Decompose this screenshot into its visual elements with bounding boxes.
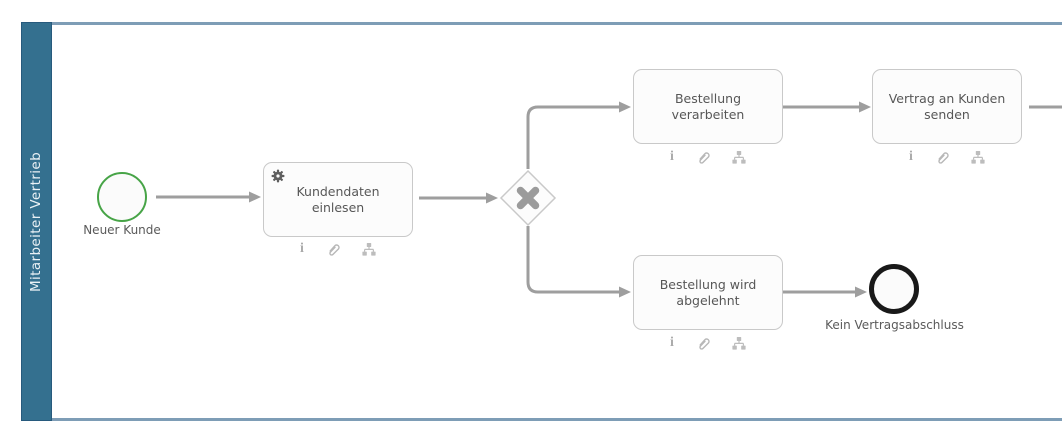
task-label: Bestellung wird abgelehnt (659, 276, 757, 308)
task-kundendaten-einlesen[interactable]: Kundendaten einlesen (263, 162, 413, 237)
task-label: Bestellung verarbeiten (671, 90, 745, 122)
info-icon[interactable]: i (300, 241, 304, 256)
task-vertrag-an-kunden-senden[interactable]: Vertrag an Kunden senden (872, 69, 1022, 144)
task-badge-row: i (633, 149, 783, 165)
paperclip-icon[interactable] (935, 150, 949, 164)
task-badge-row: i (633, 335, 783, 351)
task-label: Vertrag an Kunden senden (888, 90, 1006, 122)
paperclip-icon[interactable] (696, 336, 710, 350)
task-bestellung-wird-abgelehnt[interactable]: Bestellung wird abgelehnt (633, 255, 783, 330)
info-icon[interactable]: i (670, 149, 674, 164)
end-event[interactable] (869, 264, 919, 314)
task-bestellung-verarbeiten[interactable]: Bestellung verarbeiten (633, 69, 783, 144)
task-label: Kundendaten einlesen (296, 183, 380, 215)
info-icon[interactable]: i (909, 149, 913, 164)
flow-gateway-to-verarbeiten[interactable] (526, 101, 631, 169)
gear-icon (271, 169, 285, 183)
xor-cross-icon (516, 186, 540, 210)
info-icon[interactable]: i (670, 335, 674, 350)
flow-gateway-to-abgelehnt[interactable] (526, 226, 631, 298)
paperclip-icon[interactable] (326, 242, 340, 256)
task-badge-row: i (872, 149, 1022, 165)
paperclip-icon[interactable] (696, 150, 710, 164)
hierarchy-icon[interactable] (362, 242, 376, 256)
hierarchy-icon[interactable] (732, 336, 746, 350)
task-badge-row: i (263, 241, 413, 257)
lane-header[interactable]: Mitarbeiter Vertrieb (21, 22, 52, 421)
start-event[interactable] (97, 172, 147, 222)
start-event-label: Neuer Kunde (83, 223, 161, 237)
hierarchy-icon[interactable] (732, 150, 746, 164)
hierarchy-icon[interactable] (971, 150, 985, 164)
end-event-label: Kein Vertragsabschluss (825, 318, 964, 332)
exclusive-gateway[interactable] (498, 168, 558, 228)
